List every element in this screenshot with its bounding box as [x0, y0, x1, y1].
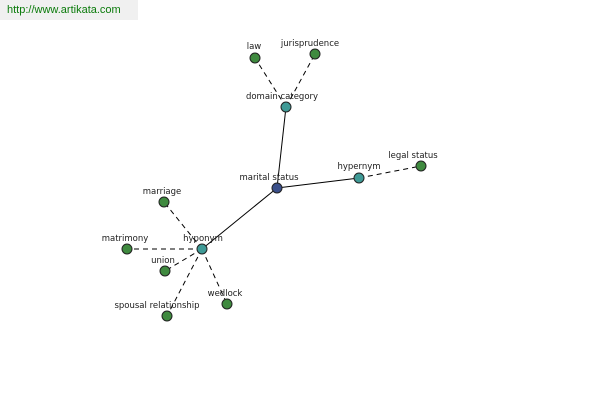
node-label-spousal-relationship: spousal relationship [114, 301, 199, 311]
node-hypernym[interactable]: hypernym [337, 162, 381, 184]
node-label-legal-status: legal status [388, 151, 438, 161]
node-circle-hypernym[interactable] [353, 172, 365, 184]
node-wedlock[interactable]: wedlock [208, 289, 243, 310]
edge-hyponym-to-union [164, 248, 203, 272]
edge-hyponym-to-spousal-relationship [166, 248, 203, 317]
node-label-jurisprudence: jurisprudence [280, 39, 339, 49]
node-label-hyponym: hyponym [183, 234, 223, 244]
node-circle-law[interactable] [249, 52, 261, 64]
node-union[interactable]: union [151, 256, 175, 277]
node-label-hypernym: hypernym [337, 162, 380, 172]
edge-marital-status-to-hyponym [201, 187, 278, 250]
node-marriage[interactable]: marriage [143, 187, 182, 208]
graph-nodes: law jurisprudence legal status marriage matr… [102, 39, 438, 322]
edge-hypernym-to-legal-status [358, 165, 422, 179]
node-legal-status[interactable]: legal status [388, 151, 438, 172]
node-label-matrimony: matrimony [102, 234, 149, 244]
node-jurisprudence[interactable]: jurisprudence [280, 39, 339, 60]
edge-hyponym-to-marriage [163, 201, 203, 250]
node-circle-jurisprudence[interactable] [309, 48, 321, 60]
edge-hyponym-to-wedlock [201, 248, 228, 305]
node-circle-matrimony[interactable] [121, 243, 133, 255]
node-marital-status[interactable]: marital status [239, 173, 299, 194]
node-circle-domain-category[interactable] [280, 101, 292, 113]
node-label-union: union [151, 256, 175, 266]
node-label-wedlock: wedlock [208, 289, 243, 299]
edge-domain-category-to-law [254, 57, 287, 108]
node-circle-marriage[interactable] [158, 196, 170, 208]
edge-marital-status-to-domain-category [276, 106, 287, 189]
node-law[interactable]: law [247, 42, 262, 64]
node-circle-legal-status[interactable] [415, 160, 427, 172]
watermark-url: http://www.artikata.com [0, 0, 138, 20]
node-hyponym[interactable]: hyponym [183, 234, 223, 255]
node-spousal-relationship[interactable]: spousal relationship [114, 301, 200, 322]
node-label-marital-status: marital status [239, 173, 299, 183]
node-domain-category[interactable]: domain category [246, 92, 318, 113]
edge-domain-category-to-jurisprudence [285, 53, 316, 108]
node-label-law: law [247, 42, 262, 52]
node-label-marriage: marriage [143, 187, 182, 197]
node-circle-union[interactable] [159, 265, 171, 277]
node-matrimony[interactable]: matrimony [102, 234, 149, 255]
node-circle-spousal-relationship[interactable] [161, 310, 173, 322]
graph-edges [127, 53, 422, 317]
node-label-domain-category: domain category [246, 92, 318, 102]
node-circle-hyponym[interactable] [196, 243, 208, 255]
node-circle-marital-status[interactable] [271, 182, 283, 194]
edge-marital-status-to-hypernym [276, 177, 360, 189]
node-circle-wedlock[interactable] [221, 298, 233, 310]
